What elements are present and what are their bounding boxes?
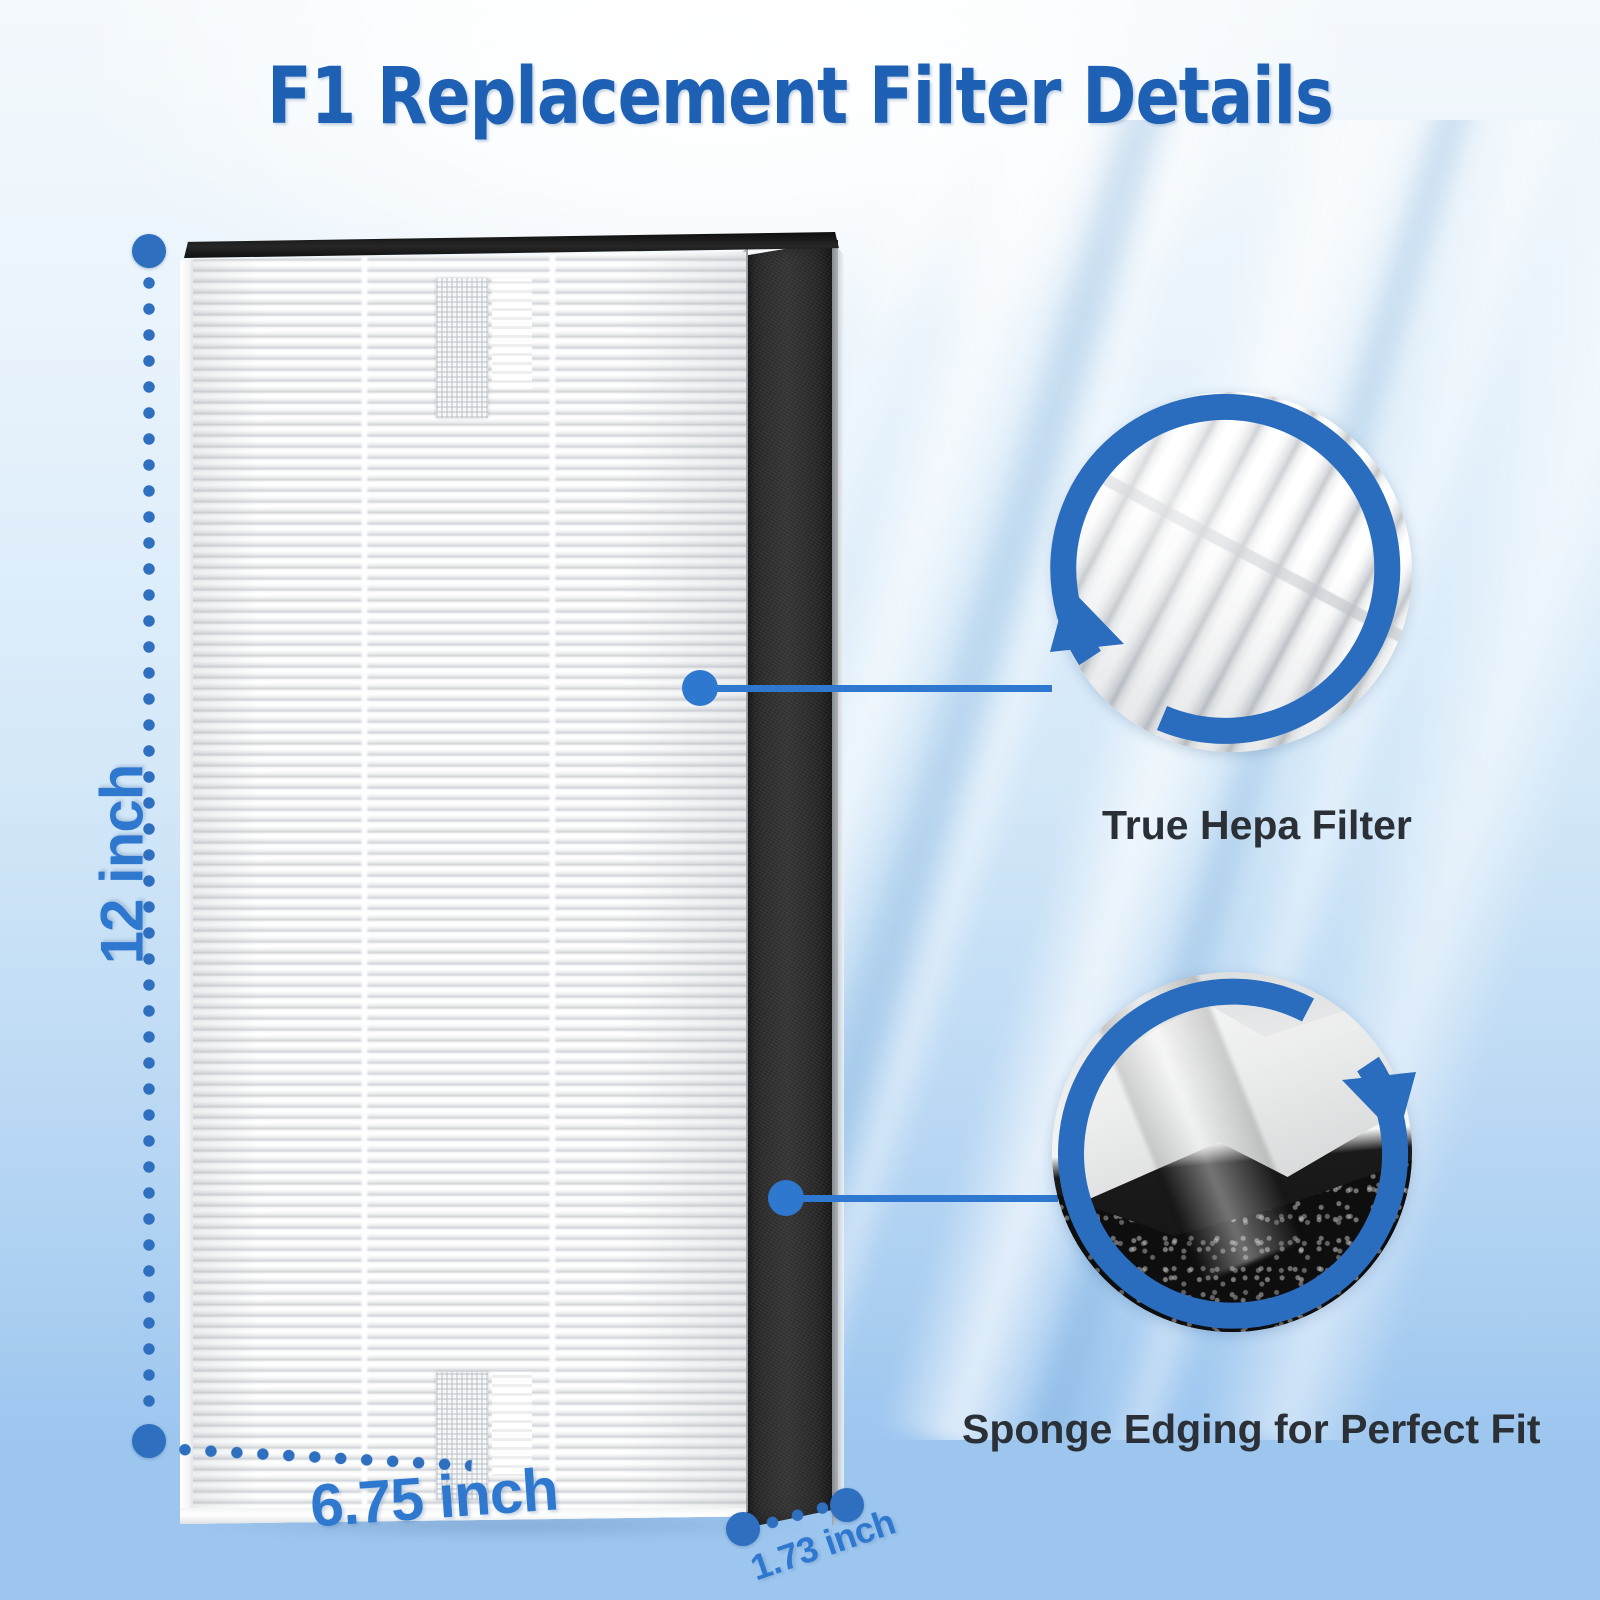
filter-pleated-face — [180, 252, 746, 1524]
pleat-seam — [548, 252, 557, 1524]
tab-notch-top — [492, 278, 532, 390]
filter-outer-rim — [832, 242, 844, 1526]
dimension-dot-depth-left — [726, 1512, 760, 1546]
dimension-line-height — [143, 270, 155, 1420]
pleat-pattern — [180, 252, 746, 1524]
fabric-pull-tab-top — [436, 278, 488, 418]
callout-line-sponge — [786, 1195, 1058, 1202]
dimension-label-height: 12 inch — [88, 764, 156, 965]
circular-arrow-ring-icon — [1050, 393, 1401, 744]
pleat-shading — [180, 252, 746, 1524]
dimension-dot-top-left — [132, 234, 166, 268]
sponge-side-panel — [746, 240, 838, 1528]
dimension-dot-depth-right — [830, 1488, 864, 1522]
pleat-seam — [360, 252, 369, 1524]
filter-left-frame — [180, 252, 193, 1524]
callout-label-hepa: True Hepa Filter — [1102, 802, 1412, 848]
callout-line-hepa — [700, 685, 1052, 692]
sponge-texture — [746, 240, 838, 1528]
tab-notch-bottom — [492, 1372, 532, 1476]
product-filter-image — [176, 232, 844, 1528]
callout-label-sponge: Sponge Edging for Perfect Fit — [962, 1406, 1541, 1452]
dimension-dot-bottom-left — [132, 1424, 166, 1458]
circular-arrow-ring-icon — [1058, 978, 1416, 1329]
page-title: F1 Replacement Filter Details — [267, 52, 1334, 142]
fabric-pull-tab-bottom — [436, 1372, 488, 1500]
